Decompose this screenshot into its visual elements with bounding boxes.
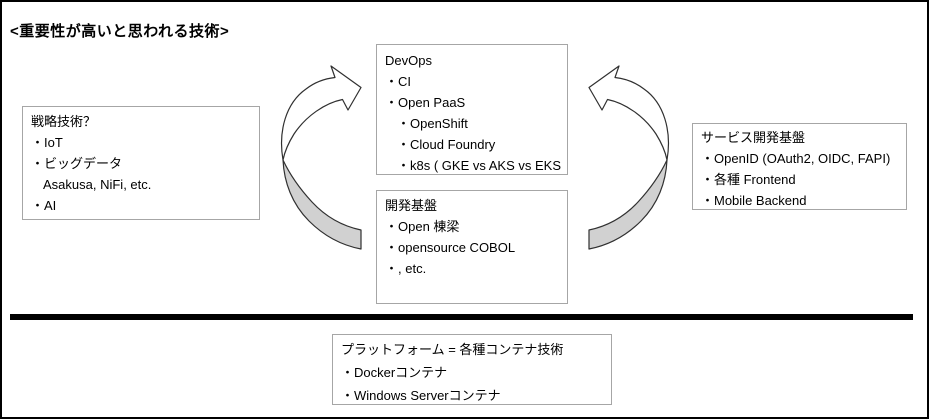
box-line: ・ビッグデータ [31,156,123,171]
box-line: ・Windows Serverコンテナ [341,388,501,403]
box-lines: ・CI ・Open PaaS ・OpenShift ・Cloud Foundry ・k8… [385,71,561,176]
container-platform-box: プラットフォーム = 各種コンテナ技術 ・Dockerコンテナ・Windows … [332,334,612,405]
box-title: 戦略技術？ [31,114,97,129]
box-lines: ・IoT ・ビッグデータ Asakusa, NiFi, etc. ・AI [31,132,251,216]
box-line: ・IoT [31,135,63,150]
box-line: ・, etc. [385,261,427,276]
box-title: 開発基盤 [385,198,438,213]
box-line: ・OpenID (OAuth2, OIDC, FAPI) [701,151,891,166]
box-line: ・Mobile Backend [701,193,807,208]
box-line: ・CI [385,74,412,89]
box-line: ・Open 棟梁 [385,219,460,234]
box-line: ・Cloud Foundry [397,137,496,152]
box-line: ・Open PaaS [385,95,466,110]
box-title: サービス開発基盤 [701,130,806,145]
curved-cycle-arrow-right-icon [588,65,670,250]
box-line: Asakusa, NiFi, etc. [43,177,152,192]
box-lines: ・Open 棟梁・opensource COBOL ・, etc. [385,216,559,279]
horizontal-divider [10,314,913,320]
box-lines: ・Dockerコンテナ・Windows Serverコンテナ [341,361,603,407]
box-line: ・各種 Frontend [701,172,796,187]
box-line: ・opensource COBOL [385,240,516,255]
service-platform-box: サービス開発基盤 ・OpenID (OAuth2, OIDC, FAPI) ・各種… [692,123,907,210]
box-line: ・Dockerコンテナ [341,365,448,380]
box-lines: ・OpenID (OAuth2, OIDC, FAPI) ・各種 Frontend… [701,148,898,211]
page-title: <重要性が高いと思われる技術> [10,23,230,40]
dev-platform-box: 開発基盤 ・Open 棟梁・opensource COBOL ・, etc. [376,190,568,304]
devops-box: DevOps ・CI ・Open PaaS ・OpenShift ・Cloud Fou… [376,44,568,175]
box-title: プラットフォーム = 各種コンテナ技術 [341,342,564,357]
curved-cycle-arrow-left-icon [280,65,362,250]
strategy-tech-box: 戦略技術？ ・IoT ・ビッグデータ Asakusa, NiFi, etc. ・AI [22,106,260,220]
box-line: ・k8s ( GKE vs AKS vs EKS [397,158,561,173]
box-line: ・OpenShift [397,116,468,131]
box-title: DevOps [385,53,432,68]
box-line: ・AI [31,198,57,213]
